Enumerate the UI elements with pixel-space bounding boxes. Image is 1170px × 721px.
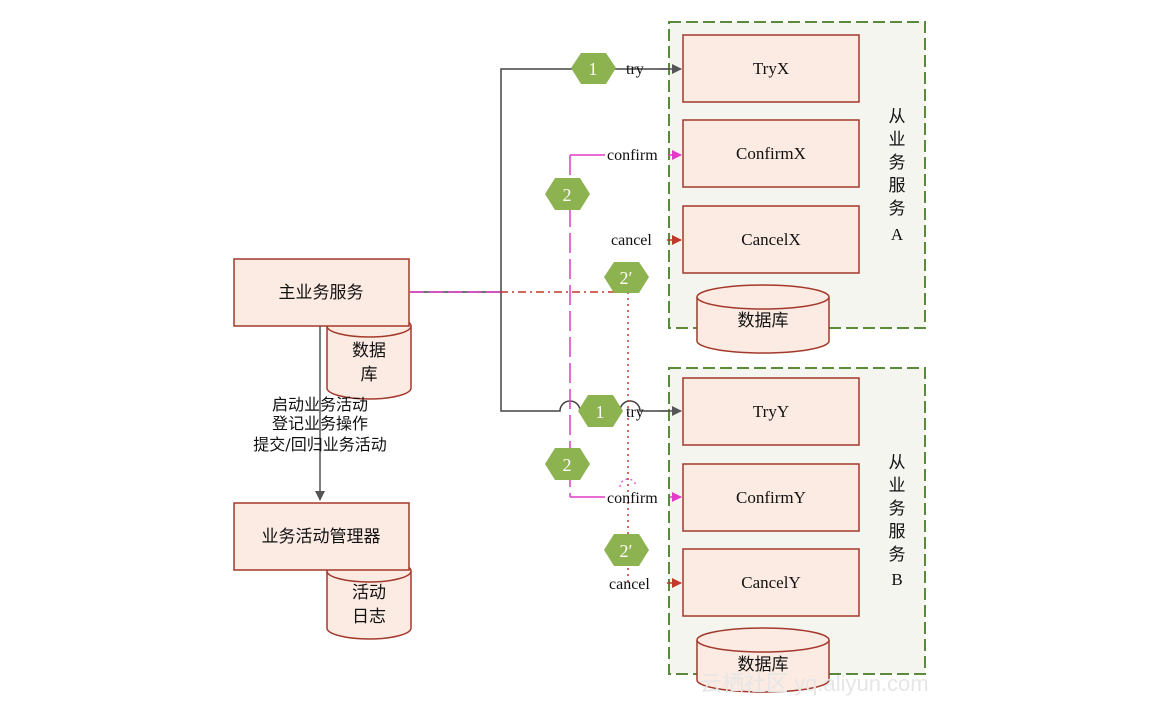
confirm-y-box [682,463,860,532]
svg-text:业: 业 [889,476,906,496]
svg-text:务: 务 [889,199,906,219]
cancel-label-b: cancel [609,576,650,593]
confirm-label-a: confirm [607,147,658,164]
svg-text:2: 2 [563,455,572,475]
cancel-y-label: CancelY [741,573,800,592]
svg-text:业: 业 [889,130,906,150]
confirm-connectors [410,150,682,502]
step-2-a-badge: 2 [545,178,590,210]
try-label-b: try [626,404,644,421]
cancel-y-box [682,548,860,617]
svg-text:务: 务 [889,499,906,519]
confirm-x-box [682,119,860,188]
svg-text:B: B [891,570,902,589]
main-db-label-line2: 库 [361,365,378,385]
service-a-db-label: 数据库 [738,311,789,331]
svg-text:2′: 2′ [620,268,633,288]
step-2-b-badge: 2 [545,448,590,480]
svg-text:A: A [891,225,904,244]
svg-text:从: 从 [889,107,906,127]
step-1-b-badge: 1 [578,395,623,427]
main-db-label-line1: 数据 [352,341,386,361]
svg-text:从: 从 [889,453,906,473]
svg-text:务: 务 [889,545,906,565]
confirm-x-label: ConfirmX [736,144,806,163]
flow-label-start: 启动业务活动 [272,395,368,414]
try-x-box [682,34,860,103]
main-service-title: 主业务服务 [279,283,364,303]
step-2prime-b-badge: 2′ [604,534,649,566]
service-a-panel: TryX ConfirmX CancelX 数据库 从 业 务 服 务 A [668,21,926,354]
svg-text:2′: 2′ [620,541,633,561]
svg-text:服: 服 [889,522,906,542]
step-1-a-badge: 1 [571,53,616,84]
flow-label-commit: 提交/回归业务活动 [253,435,386,454]
step-2prime-a-badge: 2′ [604,262,649,293]
service-b-db-label: 数据库 [738,655,789,675]
activity-manager-group: 活动 日志 业务活动管理器 [233,502,412,640]
step-hexagons: 1 2 2′ 1 2 2′ [545,53,649,566]
svg-text:务: 务 [889,153,906,173]
service-b-panel: TryY ConfirmY CancelY 数据库 从 业 务 服 务 B [668,367,926,693]
try-label-a: try [626,61,644,78]
activity-log-line2: 日志 [352,607,386,627]
cancel-connectors [500,235,682,588]
cancel-x-box [682,205,860,274]
try-y-box [682,377,860,446]
try-y-label: TryY [753,402,789,421]
main-service-group: 数据 库 主业务服务 [233,258,412,400]
activity-log-line1: 活动 [352,583,386,603]
cancel-label-a: cancel [611,232,652,249]
svg-text:1: 1 [589,59,598,79]
svg-text:1: 1 [596,402,605,422]
activity-manager-box [233,502,410,571]
activity-manager-title: 业务活动管理器 [262,527,381,547]
service-a-title: 从 业 务 服 务 A [889,107,906,244]
service-b-database-icon [696,627,830,693]
service-a-database-icon [696,284,830,354]
confirm-label-b: confirm [607,490,658,507]
svg-text:2: 2 [563,185,572,205]
service-b-title: 从 业 务 服 务 B [889,453,906,589]
try-x-label: TryX [753,59,789,78]
confirm-y-label: ConfirmY [736,488,806,507]
watermark: 云栖社区 yq.aliyun.com [700,671,929,696]
main-service-box [233,258,410,327]
svg-text:服: 服 [889,176,906,196]
cancel-x-label: CancelX [741,230,800,249]
flow-label-register: 登记业务操作 [272,414,368,433]
